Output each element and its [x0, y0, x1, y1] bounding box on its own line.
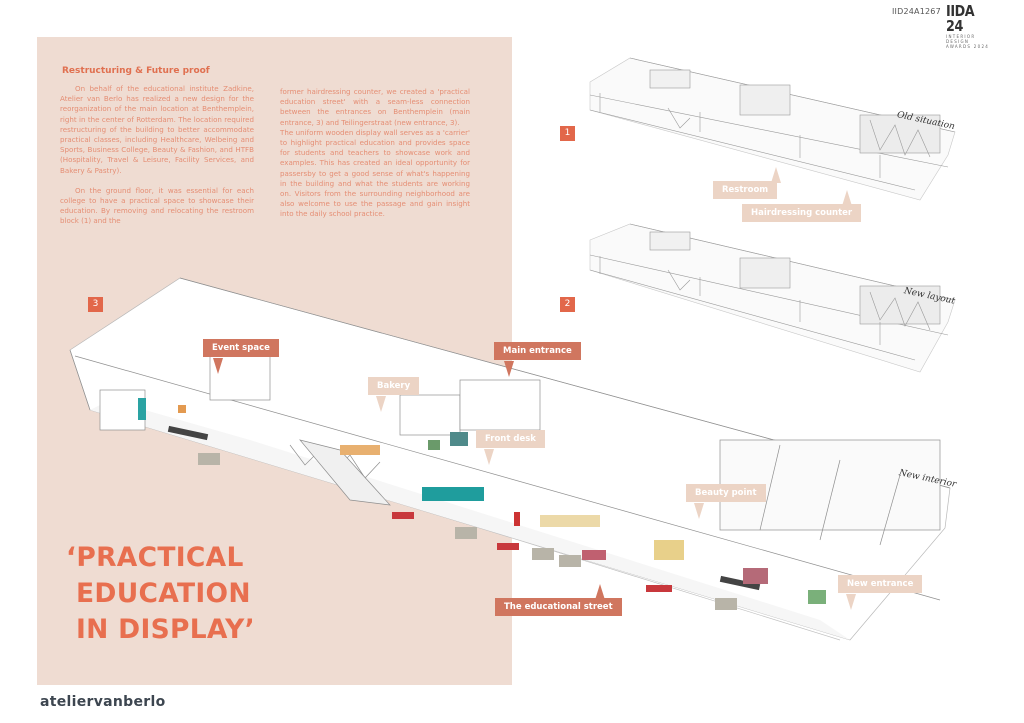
callout-tail	[504, 361, 514, 377]
callout-bakery-label: Bakery	[377, 381, 411, 391]
callout-tail	[213, 358, 223, 374]
drawing-new-interior	[69, 277, 951, 641]
furniture-accents	[138, 398, 826, 610]
callout-tail	[484, 449, 494, 465]
drawing-old-situation	[589, 57, 956, 201]
callout-tail	[771, 167, 781, 183]
project-id: IID24A1267	[892, 7, 941, 16]
drawing-number-badge-3: 3	[88, 297, 103, 312]
headline-line-3: IN DISPLAY’	[76, 614, 256, 645]
callout-tail	[842, 190, 852, 206]
callout-new-entrance: New entrance	[838, 575, 923, 610]
callout-front-desk: Front desk	[476, 430, 545, 465]
callout-bakery: Bakery	[368, 377, 420, 412]
callout-beauty-point-label: Beauty point	[695, 488, 757, 498]
callout-educational-street-label: The educational street	[504, 602, 613, 612]
headline-line-1: ‘PRACTICAL	[66, 542, 244, 573]
iida-logo-main: IIDA 24	[946, 2, 975, 35]
brand-logo: ateliervanberlo	[40, 694, 166, 710]
callout-main-entrance-label: Main entrance	[503, 346, 572, 356]
callout-hairdressing-label: Hairdressing counter	[751, 208, 853, 218]
callout-restroom: Restroom	[713, 167, 781, 199]
callout-beauty-point: Beauty point	[686, 484, 766, 519]
callout-hairdressing-counter: Hairdressing counter	[742, 190, 862, 222]
callout-event-space: Event space	[203, 339, 279, 374]
callout-tail	[846, 594, 856, 610]
callout-tail	[595, 584, 605, 600]
column-1-paragraph-2: On the ground floor, it was essential fo…	[60, 185, 254, 226]
drawing-number-badge-2: 2	[560, 297, 575, 312]
section-title: Restructuring & Future proof	[62, 66, 210, 76]
callout-tail	[694, 503, 704, 519]
iida-logo-sub-1: INTERIOR DESIGN	[946, 34, 976, 44]
callout-front-desk-label: Front desk	[485, 434, 536, 444]
headline: ‘PRACTICAL EDUCATION IN DISPLAY’	[66, 540, 255, 648]
callout-event-space-label: Event space	[212, 343, 270, 353]
drawing-new-layout	[589, 223, 956, 373]
callout-educational-street: The educational street	[495, 584, 622, 616]
iida-logo-sub-2: AWARDS 2024	[946, 44, 990, 49]
callout-tail	[376, 396, 386, 412]
article-column-1: On behalf of the educational institute Z…	[60, 84, 254, 237]
column-1-paragraph-1: On behalf of the educational institute Z…	[60, 84, 254, 175]
callout-restroom-label: Restroom	[722, 185, 769, 195]
column-2-paragraph-1: former hairdressing counter, we created …	[280, 87, 470, 127]
column-2-paragraph-2: The uniform wooden display wall serves a…	[280, 127, 470, 219]
drawing-number-badge-1: 1	[560, 126, 575, 141]
article-column-2: former hairdressing counter, we created …	[280, 87, 470, 220]
callout-main-entrance: Main entrance	[494, 342, 581, 377]
iida-awards-logo: IIDA 24 INTERIOR DESIGN AWARDS 2024	[946, 2, 1000, 50]
callout-new-entrance-label: New entrance	[847, 579, 914, 589]
headline-line-2: EDUCATION	[76, 578, 251, 609]
